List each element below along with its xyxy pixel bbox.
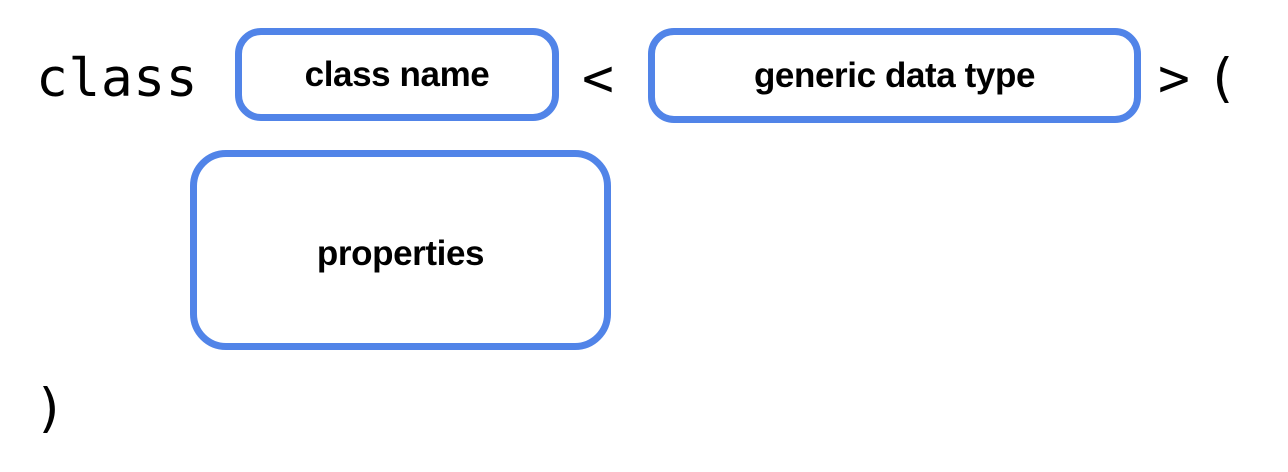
generic-open-angle-token: <	[582, 48, 615, 109]
paren-open-token: (	[1206, 48, 1239, 109]
slot-generic-data-type-label: generic data type	[753, 55, 1036, 95]
paren-close-token: )	[34, 378, 67, 439]
generic-close-angle-token: >	[1158, 48, 1191, 109]
keyword-class-token: class	[36, 48, 199, 109]
slot-generic-data-type[interactable]: generic data type	[648, 28, 1141, 123]
slot-class-name-label: class name	[304, 54, 490, 94]
slot-properties-label: properties	[316, 234, 485, 273]
slot-class-name[interactable]: class name	[235, 28, 559, 121]
slot-properties[interactable]: properties	[190, 150, 611, 350]
